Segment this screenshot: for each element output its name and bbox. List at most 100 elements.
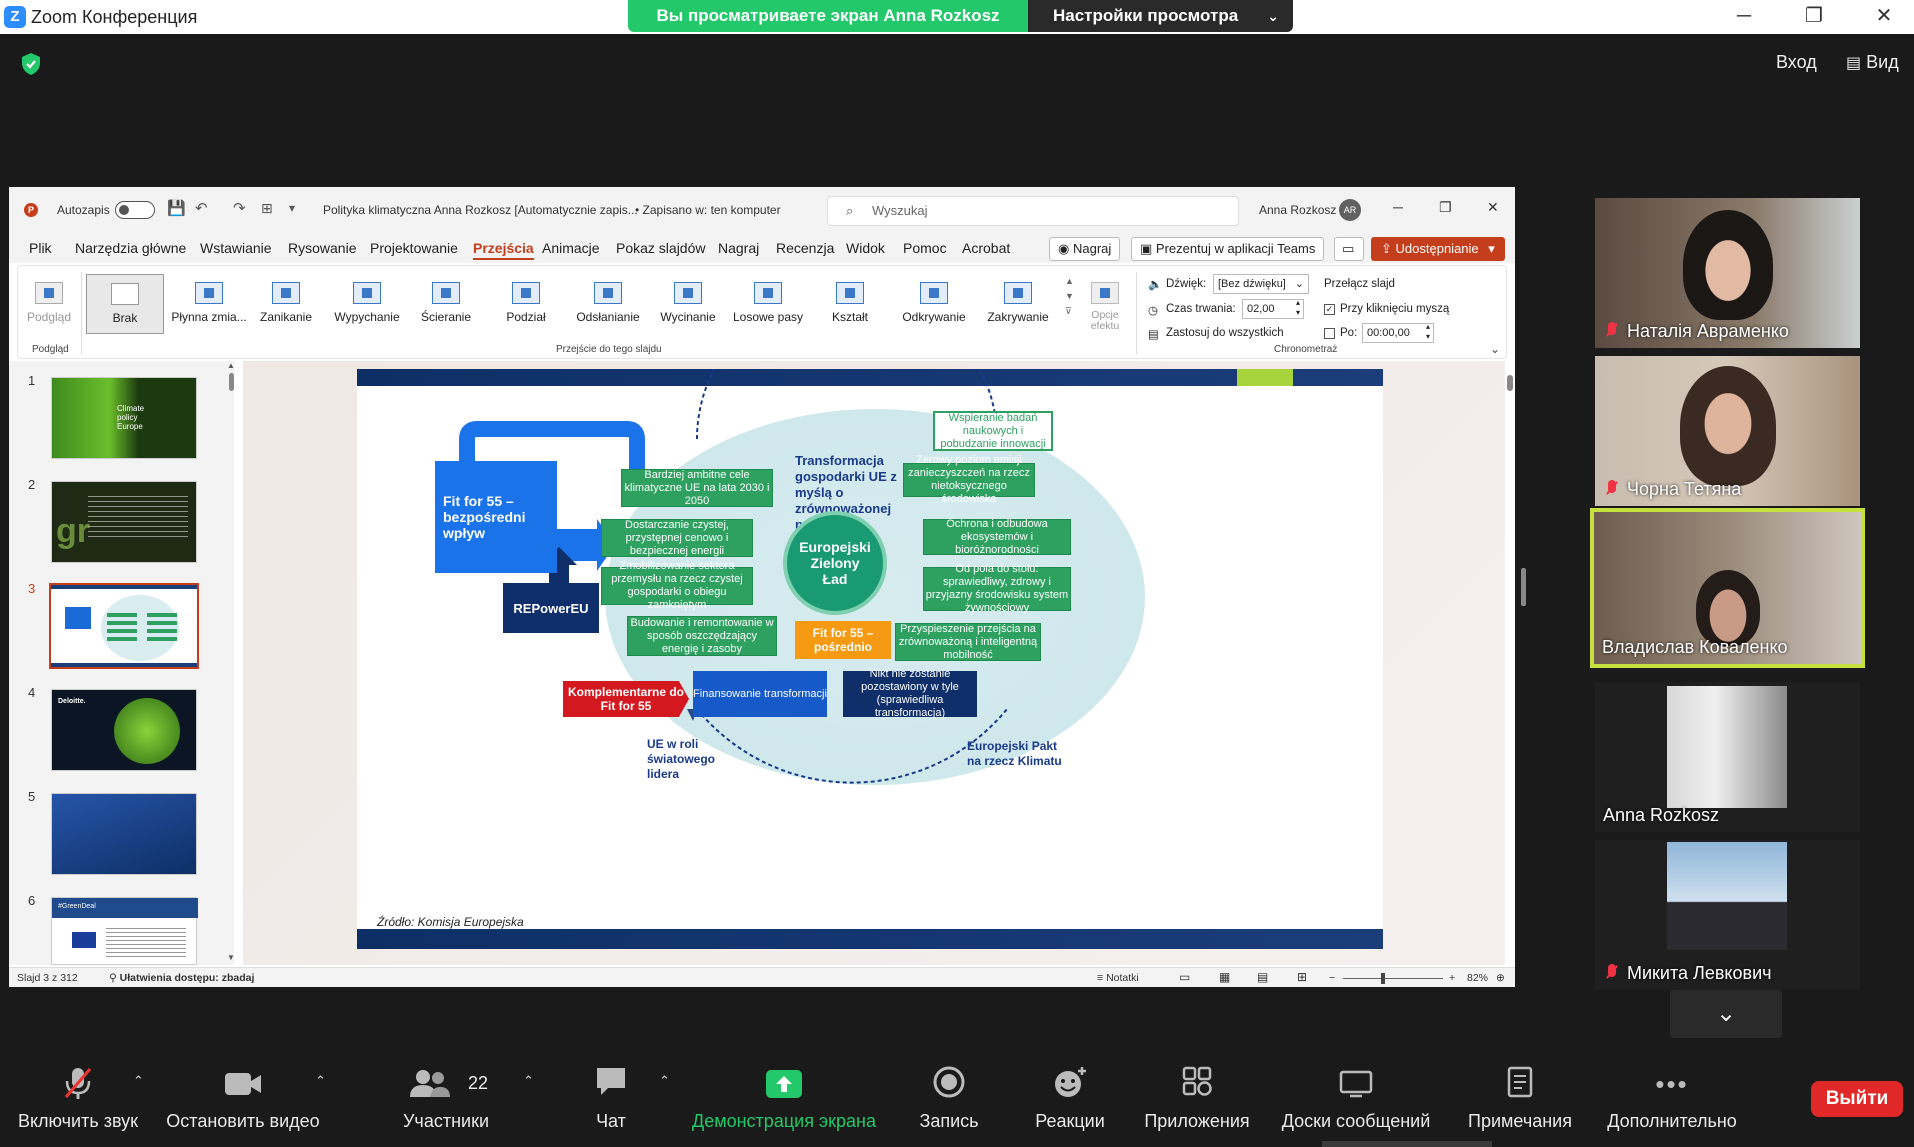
thumbs-scrollbar[interactable] xyxy=(229,373,234,391)
ppt-close-icon[interactable]: ✕ xyxy=(1487,199,1499,215)
record-meeting-button[interactable]: Запись xyxy=(906,1047,992,1147)
leave-meeting-button[interactable]: Выйти xyxy=(1811,1081,1903,1117)
tab-transitions[interactable]: Przejścia xyxy=(473,240,534,260)
audio-options-caret[interactable]: ⌃ xyxy=(126,1047,144,1147)
participant-tile[interactable]: Наталія Авраменко xyxy=(1595,198,1860,348)
editor-scrollbar[interactable] xyxy=(1507,375,1513,391)
view-button[interactable]: ▤ Вид xyxy=(1846,52,1899,73)
minimize-icon[interactable]: ─ xyxy=(1736,5,1752,27)
comments-icon[interactable]: ▭ xyxy=(1334,237,1364,261)
slide-thumbnail-3-current[interactable] xyxy=(49,583,199,669)
search-input[interactable]: ⌕ Wyszukaj xyxy=(827,196,1239,226)
reactions-button[interactable]: Реакции xyxy=(1022,1047,1118,1147)
saved-status[interactable]: • Zapisano w: ten komputer xyxy=(635,203,781,217)
tab-design[interactable]: Projektowanie xyxy=(370,240,458,256)
tab-plik[interactable]: Plik xyxy=(29,240,52,256)
autosave-toggle[interactable] xyxy=(115,201,155,219)
reading-view-icon[interactable]: ▤ xyxy=(1257,970,1269,984)
collapse-ribbon-icon[interactable]: ⌄ xyxy=(1490,342,1501,356)
undo-icon[interactable]: ↶ xyxy=(195,200,208,217)
slide-thumbnail-4[interactable]: Deloitte. xyxy=(51,689,197,771)
redo-icon[interactable]: ↷ xyxy=(233,200,246,217)
present-teams-button[interactable]: ▣ Prezentuj w aplikacji Teams xyxy=(1131,237,1325,261)
participant-tile-active-speaker[interactable]: Владислав Коваленко xyxy=(1590,508,1865,668)
enter-button[interactable]: Вход xyxy=(1776,52,1817,72)
normal-view-icon[interactable]: ▭ xyxy=(1179,970,1191,984)
present-icon[interactable]: ⊞ xyxy=(261,200,273,216)
tab-animations[interactable]: Animacje xyxy=(542,240,600,256)
unmute-button[interactable]: Включить звук xyxy=(10,1047,146,1147)
slide-sorter-icon[interactable]: ▦ xyxy=(1219,970,1231,984)
zoom-slider[interactable] xyxy=(1343,978,1443,979)
tab-insert[interactable]: Wstawianie xyxy=(200,240,272,256)
stop-video-button[interactable]: Остановить видео xyxy=(160,1047,326,1147)
transition-cover[interactable]: Zakrywanie xyxy=(976,274,1060,334)
participant-tile[interactable]: Чорна Тетяна xyxy=(1595,356,1860,506)
tab-acrobat[interactable]: Acrobat xyxy=(962,240,1011,256)
view-options-button[interactable]: Настройки просмотра ⌄ xyxy=(1028,0,1293,32)
after-time-input[interactable]: 00:00,00▴▾ xyxy=(1362,322,1434,343)
current-slide[interactable]: Fit for 55 – bezpośredni wpływ REPowerEU… xyxy=(357,369,1383,949)
zoom-slider-thumb[interactable] xyxy=(1381,973,1385,984)
slide-thumbnail-6[interactable]: #GreenDeal xyxy=(51,897,198,965)
record-button[interactable]: ◉ Nagraj xyxy=(1049,237,1121,261)
transition-random-bars[interactable]: Losowe pasy xyxy=(726,274,810,334)
tab-draw[interactable]: Rysowanie xyxy=(288,240,357,256)
duration-input[interactable]: 02,00▴▾ xyxy=(1242,298,1304,319)
ppt-minimize-icon[interactable]: ─ xyxy=(1393,199,1403,215)
zoom-level[interactable]: 82% xyxy=(1467,972,1489,984)
tab-record[interactable]: Nagraj xyxy=(718,240,760,256)
transition-uncover[interactable]: Odkrywanie xyxy=(892,274,976,334)
tab-help[interactable]: Pomoc xyxy=(903,240,947,256)
zoom-in-icon[interactable]: + xyxy=(1449,972,1456,984)
tab-home[interactable]: Narzędzia główne xyxy=(75,240,187,256)
more-participants-button[interactable]: ⌄ xyxy=(1670,990,1782,1038)
tab-slideshow[interactable]: Pokaz slajdów xyxy=(616,240,706,256)
zoom-out-icon[interactable]: − xyxy=(1329,972,1336,984)
effect-options-button[interactable]: Opcje efektu xyxy=(1080,274,1130,334)
participant-tile[interactable]: Anna Rozkosz xyxy=(1595,682,1860,832)
sound-dropdown[interactable]: [Bez dźwięku]⌄ xyxy=(1213,274,1309,294)
video-options-caret[interactable]: ⌃ xyxy=(308,1047,326,1147)
chat-button[interactable]: Чат xyxy=(574,1047,648,1147)
ppt-user-avatar[interactable]: AR xyxy=(1339,199,1361,221)
transition-split[interactable]: Podział xyxy=(490,274,562,334)
notes-meeting-button[interactable]: Примечания xyxy=(1460,1047,1580,1147)
on-click-checkbox[interactable]: ✓ xyxy=(1324,304,1335,315)
apply-all-button[interactable]: Zastosuj do wszystkich xyxy=(1166,327,1284,339)
slide-thumbnail-2[interactable]: gr xyxy=(51,481,197,563)
tab-review[interactable]: Recenzja xyxy=(776,240,835,256)
scroll-up-icon[interactable]: ▲ xyxy=(227,361,235,370)
slide-thumbnail-1[interactable]: Climate policy Europe xyxy=(51,377,197,459)
transition-shape[interactable]: Kształt xyxy=(814,274,886,334)
transition-fade[interactable]: Zanikanie xyxy=(250,274,322,334)
transition-push[interactable]: Wypychanie xyxy=(324,274,410,334)
notes-button[interactable]: ≡ Notatki xyxy=(1097,972,1139,984)
participants-options-caret[interactable]: ⌃ xyxy=(516,1047,534,1147)
transition-none[interactable]: Brak xyxy=(86,274,164,334)
apps-button[interactable]: Приложения xyxy=(1140,1047,1254,1147)
participant-tile[interactable]: Микита Левкович xyxy=(1595,840,1860,990)
restore-icon[interactable]: ❐ xyxy=(1805,5,1823,27)
scroll-down-icon[interactable]: ▼ xyxy=(227,953,235,962)
after-checkbox[interactable] xyxy=(1324,328,1335,339)
transition-wipe[interactable]: Ścieranie xyxy=(410,274,482,334)
transition-morph[interactable]: Płynna zmia... xyxy=(168,274,250,334)
preview-button[interactable]: Podgląd xyxy=(22,274,76,334)
participants-button[interactable]: 22 Участники xyxy=(394,1047,498,1147)
ppt-restore-icon[interactable]: ❐ xyxy=(1439,199,1452,215)
gallery-scroll[interactable]: ▲▼⊽ xyxy=(1065,276,1074,316)
share-button[interactable]: ⇪ Udostępnianie ▾ xyxy=(1371,237,1505,261)
chat-options-caret[interactable]: ⌃ xyxy=(652,1047,670,1147)
share-screen-button[interactable]: Демонстрация экрана xyxy=(684,1047,884,1147)
slideshow-icon[interactable]: ⊞ xyxy=(1297,970,1308,984)
spinner-icon[interactable]: ▴▾ xyxy=(1425,322,1430,341)
fit-slide-icon[interactable]: ⊕ xyxy=(1496,972,1505,984)
transition-reveal[interactable]: Odsłanianie xyxy=(566,274,650,334)
whiteboards-button[interactable]: Доски сообщений xyxy=(1276,1047,1436,1147)
transition-cut[interactable]: Wycinanie xyxy=(652,274,724,334)
accessibility-status[interactable]: ⚲ Ułatwienia dostępu: zbadaj xyxy=(109,972,254,984)
spinner-icon[interactable]: ▴▾ xyxy=(1295,298,1300,317)
shield-icon[interactable] xyxy=(20,52,42,76)
customize-qat-icon[interactable]: ▾ xyxy=(289,201,296,215)
